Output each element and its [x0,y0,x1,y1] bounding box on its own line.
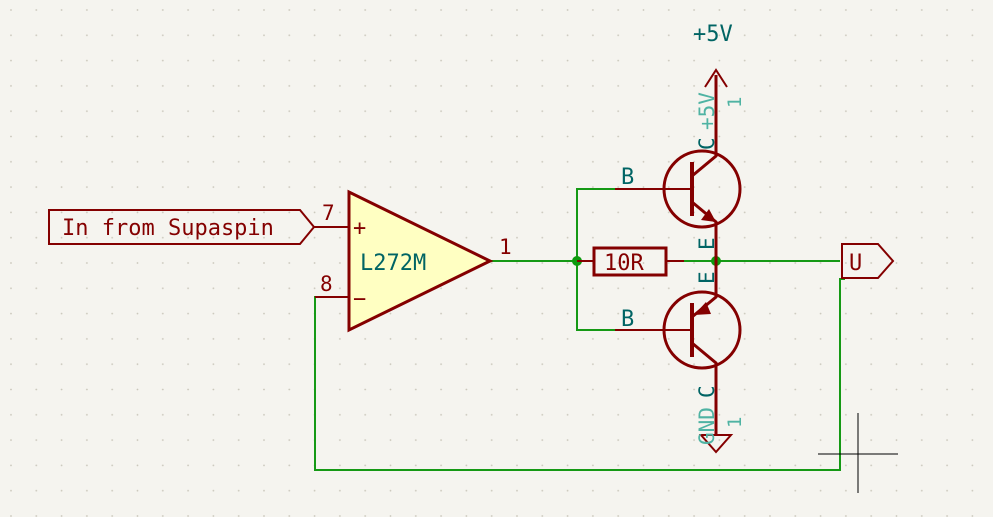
power-vcc-arrow [704,68,728,88]
input-label-text: In from Supaspin [62,216,274,241]
opamp-l272m[interactable]: + − L272M [347,189,494,333]
transistor-bottom-pnp[interactable]: B E C [615,261,742,435]
transistor-bottom-base-label: B [621,307,634,332]
output-label-shape [841,243,895,279]
opamp-minus-sign: − [353,287,366,312]
opamp-name: L272M [360,251,426,276]
pin-plus-number: 7 [322,201,335,225]
resistor-value: 10R [604,251,644,276]
opamp-triangle [347,189,494,333]
power-gnd-ref: GND [695,407,719,445]
transistor-top-emitter-label: E [695,237,719,250]
power-vcc-label: +5V [693,22,733,47]
transistor-top-npn[interactable]: B C E [615,75,742,261]
pin-minus-number: 8 [320,272,333,296]
cursor-crosshair [818,413,898,493]
transistor-top-collector-lead [691,75,718,178]
transistor-bottom-emitter-label: E [695,271,719,284]
power-vcc-pin: 1 [724,97,746,108]
power-vcc[interactable]: +5V +5V 1 [693,22,746,130]
power-gnd-triangle [698,434,734,454]
power-gnd[interactable]: GND 1 [695,407,746,454]
transistor-bottom-collector-label: C [695,385,719,398]
power-gnd-pin: 1 [724,417,746,428]
input-label-shape [48,209,316,245]
resistor-10r[interactable]: 10R [577,246,684,277]
opamp-plus-sign: + [353,216,366,241]
transistor-bottom-collector-lead [691,341,718,435]
transistor-top-emitter-arrow [701,209,716,222]
transistor-top-base-label: B [621,165,634,190]
transistor-top-collector-label: C [695,137,719,150]
input-label[interactable]: In from Supaspin [48,209,316,245]
output-label-text: U [849,251,862,276]
power-vcc-ref: +5V [695,92,719,130]
pin-out-number: 1 [499,235,512,259]
transistor-bottom-emitter-arrow [694,302,711,315]
output-label[interactable]: U [841,243,895,279]
